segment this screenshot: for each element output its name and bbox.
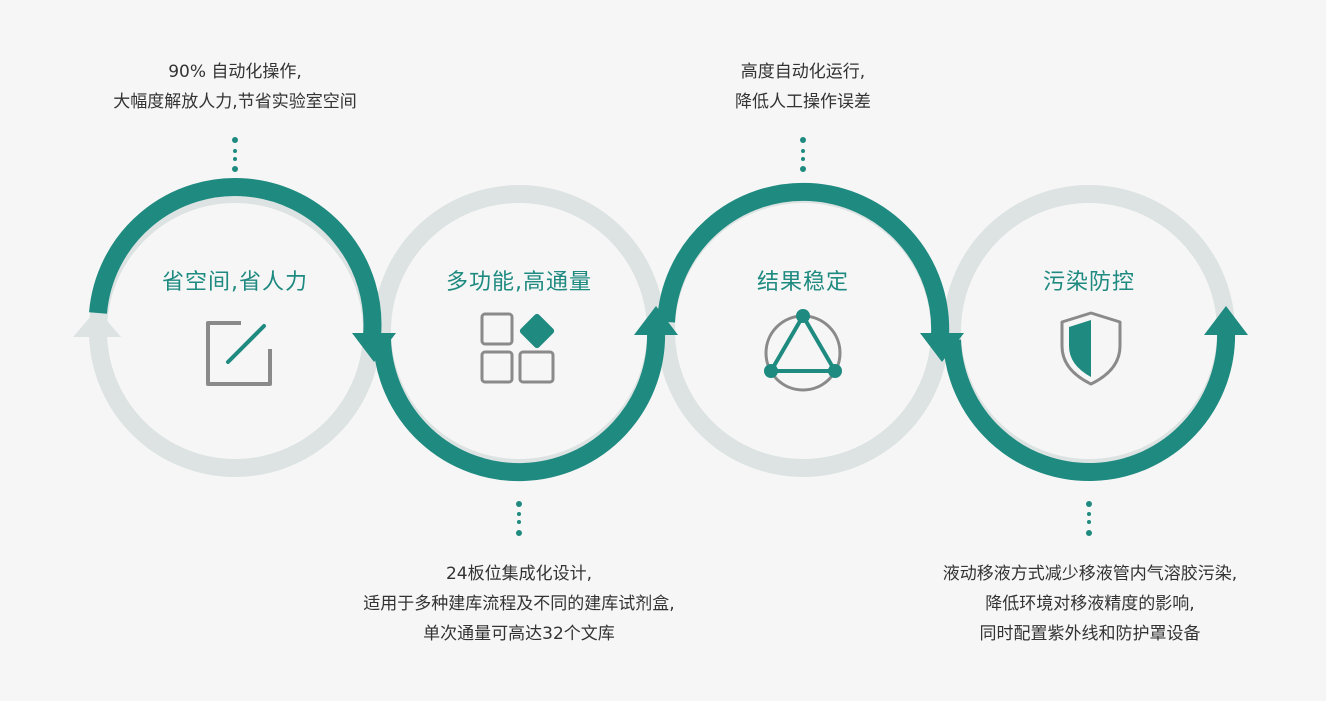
triangle-network-icon xyxy=(764,309,842,392)
connector-3-dots xyxy=(800,137,806,172)
stage-2-description-line: 适用于多种建库流程及不同的建库试剂盒, xyxy=(363,593,675,614)
connector-4-dots xyxy=(1086,501,1092,536)
stage-1-description-line: 大幅度解放人力,节省实验室空间 xyxy=(113,91,357,112)
grid-blocks-icon xyxy=(480,312,555,384)
ring-2-teal-arc xyxy=(373,329,666,482)
stage-4-description-line: 同时配置紫外线和防护罩设备 xyxy=(979,623,1201,644)
ring-1-teal-arc xyxy=(89,178,382,337)
stage-2-title: 多功能,高通量 xyxy=(446,270,592,295)
ring-3-teal-arc xyxy=(657,182,950,337)
connector-2-dots xyxy=(516,501,522,536)
stage-4-description-line: 降低环境对移液精度的影响, xyxy=(985,593,1195,614)
stage-1-title: 省空间,省人力 xyxy=(162,270,308,295)
ring-4-arrow-up xyxy=(1204,306,1248,335)
ring-3-arrow-down xyxy=(920,333,964,362)
stage-2-description-line: 24板位集成化设计, xyxy=(445,564,593,584)
stage-3-description: 高度自动化运行, 降低人工操作误差 xyxy=(653,58,953,118)
stage-2-description-line: 单次通量可高达32个文库 xyxy=(423,623,615,644)
connector-1-dots xyxy=(232,137,238,172)
stage-1-description-line: 90% 自动化操作, xyxy=(168,62,302,82)
ring-2-arrow-up xyxy=(634,306,678,335)
edit-square-icon xyxy=(206,321,272,386)
shield-icon xyxy=(1060,311,1122,386)
stage-1-description: 90% 自动化操作, 大幅度解放人力,节省实验室空间 xyxy=(60,58,410,118)
stage-2-description: 24板位集成化设计, 适用于多种建库流程及不同的建库试剂盒, 单次通量可高达32… xyxy=(289,560,749,649)
ring-4-teal-arc xyxy=(943,329,1236,482)
ring-1-light-arrow xyxy=(73,309,121,337)
stage-3-description-line: 降低人工操作误差 xyxy=(735,91,871,112)
stage-4-description-line: 液动移液方式减少移液管内气溶胶污染, xyxy=(942,564,1238,584)
stage-4-title: 污染防控 xyxy=(1042,270,1135,295)
stage-3-title: 结果稳定 xyxy=(756,270,849,295)
stage-4-description: 液动移液方式减少移液管内气溶胶污染, 降低环境对移液精度的影响, 同时配置紫外线… xyxy=(870,560,1310,649)
ring-1-arrow-down xyxy=(352,333,396,362)
stage-3-description-line: 高度自动化运行, xyxy=(740,62,866,82)
